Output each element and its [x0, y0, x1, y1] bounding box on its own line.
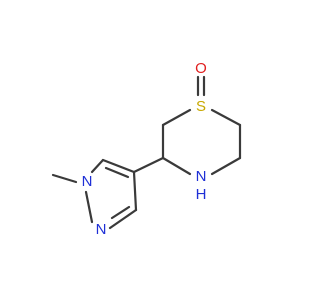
atom-pyrazole-n2: N [96, 221, 107, 238]
bond-n1-n2 [84, 190, 94, 224]
bond-c3-c4 [132, 170, 138, 212]
bond-c5-n1 [90, 158, 105, 174]
bond-c3-pyrazole-c4 [132, 156, 165, 174]
bond-c4-c5-inner [104, 166, 130, 179]
atom-oxygen: O [195, 60, 207, 77]
bond-n4-c5 [210, 156, 242, 176]
bond-s-c2 [161, 108, 192, 127]
bonds [51, 75, 242, 230]
bond-c3-n4 [161, 156, 192, 176]
bond-c6-s [210, 108, 242, 127]
atom-ring-nitrogen: N [196, 168, 207, 185]
atom-pyrazole-n1: N [82, 173, 93, 190]
atom-ring-nh-hydrogen: H [196, 186, 207, 203]
atom-sulfur: S [196, 98, 206, 115]
bond-n1-methyl [51, 173, 78, 184]
bond-c4-c5 [101, 158, 136, 174]
molecule-diagram: S O N H N N [51, 60, 242, 238]
bond-n2-c3-b [110, 205, 131, 220]
atom-labels: S O N H N N [82, 60, 207, 238]
bond-n2-c3-a [108, 208, 138, 230]
